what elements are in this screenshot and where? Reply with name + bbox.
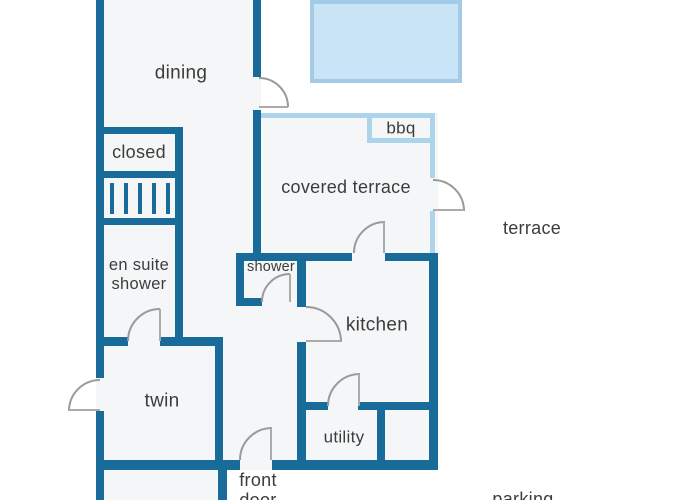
room-label-bbq: bbq	[386, 118, 416, 138]
wall-dining-right-upper	[253, 0, 261, 77]
wall-shower-bottom	[236, 298, 262, 306]
pool	[310, 0, 462, 83]
room-label-kitchen: kitchen	[345, 314, 409, 336]
wall-ensuite-bottom-left	[96, 337, 128, 346]
wall-kitchen-left-upper	[297, 253, 306, 307]
room-label-parking: parking	[492, 489, 554, 500]
wall-kitchen-left-lower	[297, 342, 306, 470]
room-label-dining: dining	[154, 62, 208, 84]
wall-left-outer-bottom	[96, 411, 104, 500]
wall-kitchen-right	[429, 253, 438, 470]
door-arc-dining	[258, 77, 289, 108]
wall-left-column-right	[175, 127, 183, 346]
covered-terrace-top-wall	[258, 113, 435, 118]
stair-bar	[124, 183, 128, 214]
wall-utility-top-left	[306, 402, 328, 410]
covered-terrace-right-wall-upper	[430, 113, 435, 178]
wall-kitchen-top-right	[385, 253, 438, 261]
floor-bottom-room	[96, 470, 227, 500]
room-label-covered-terrace: covered terrace	[281, 176, 411, 197]
wall-stairs-bottom	[104, 218, 183, 225]
wall-closed-bottom	[104, 171, 183, 178]
wall-utility-top-right	[358, 402, 433, 410]
bbq-bottom-wall	[367, 138, 435, 143]
wall-bottom-left	[96, 460, 240, 470]
wall-shower-left	[236, 253, 244, 305]
stair-bar	[152, 183, 156, 214]
wall-ensuite-bottom-right	[160, 337, 223, 346]
bbq-left-wall	[367, 113, 372, 143]
stair-bar	[166, 183, 170, 214]
wall-utility-partition	[377, 410, 385, 470]
wall-bottom-room-right	[218, 470, 227, 500]
wall-closed-top	[104, 127, 183, 134]
stair-bar	[110, 183, 114, 214]
stair-bar	[138, 183, 142, 214]
wall-left-outer-top	[96, 0, 104, 378]
room-label-terrace: terrace	[502, 217, 562, 238]
wall-twin-right	[215, 337, 223, 470]
room-label-en-suite-shower: en suite shower	[108, 256, 170, 293]
room-label-twin: twin	[144, 390, 180, 412]
wall-kitchen-top-left	[236, 253, 352, 261]
room-label-shower: shower	[247, 258, 295, 275]
room-label-front-door: front door	[239, 470, 277, 500]
room-label-closed: closed	[112, 141, 166, 162]
wall-covered-terrace-left	[253, 110, 261, 261]
wall-bottom-right	[272, 460, 438, 470]
room-label-utility: utility	[323, 427, 365, 447]
floor-right-wing	[261, 113, 438, 470]
covered-terrace-right-wall-lower	[430, 211, 435, 255]
